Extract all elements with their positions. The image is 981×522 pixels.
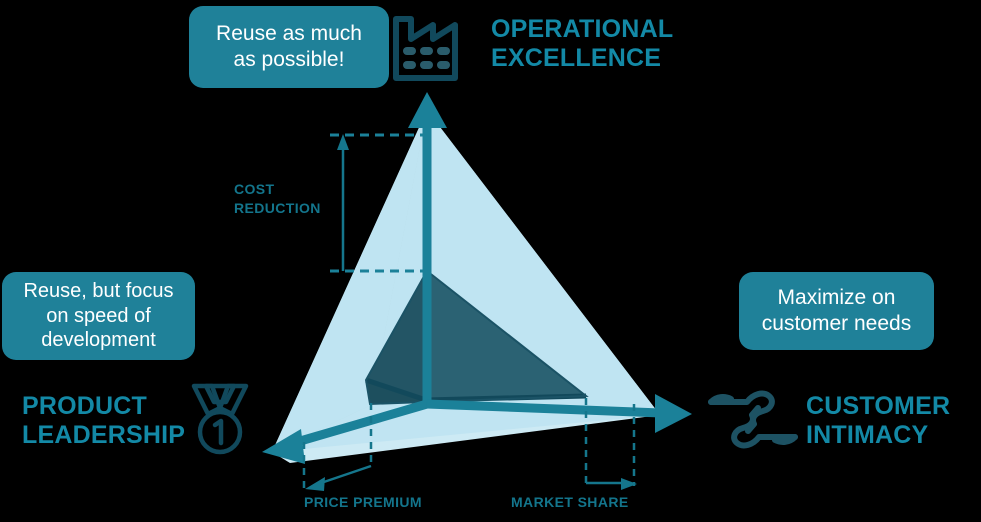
corner-title-product-leadership: PRODUCT LEADERSHIP [22, 392, 186, 449]
pointing-hands-icon [707, 385, 799, 455]
callout-product-leadership[interactable]: Reuse, but focus on speed of development [2, 272, 195, 360]
market-dimension-arrowhead [621, 478, 637, 490]
corner-title-operational-excellence: OPERATIONAL EXCELLENCE [491, 15, 674, 72]
inner-edge-left [365, 377, 427, 403]
axis-label-cost-reduction: COST REDUCTION [234, 181, 321, 216]
axis-left-arrowhead [262, 429, 305, 464]
factory-icon [389, 6, 467, 84]
axis-right-arrowhead [655, 394, 692, 433]
outer-triangle-face [272, 110, 660, 452]
price-dimension-arrowhead [305, 477, 325, 491]
cost-dimension-arrowhead [337, 134, 349, 150]
axis-label-price-premium: PRICE PREMIUM [304, 494, 422, 510]
inner-face-right [426, 271, 586, 400]
axis-left-line [288, 399, 429, 449]
callout-operational-excellence[interactable]: Reuse as much as possible! [189, 6, 389, 88]
axis-label-market-share: MARKET SHARE [511, 494, 629, 510]
callout-customer-intimacy[interactable]: Maximize on customer needs [739, 272, 934, 350]
corner-title-customer-intimacy: CUSTOMER INTIMACY [806, 392, 951, 449]
inner-face-left-lower [366, 271, 427, 404]
axis-vertical-arrowhead [408, 92, 447, 128]
price-dimension-line [317, 464, 372, 486]
medal-icon [182, 380, 258, 456]
axis-right-line [426, 399, 662, 418]
